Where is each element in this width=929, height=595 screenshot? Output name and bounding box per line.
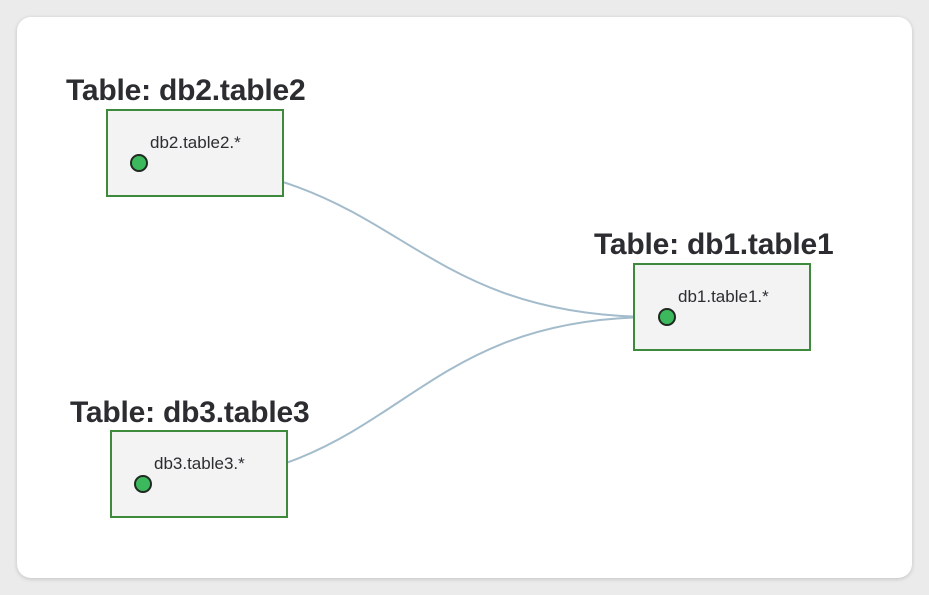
- column-port-table1[interactable]: [658, 308, 676, 326]
- column-label-table2: db2.table2.*: [150, 133, 241, 152]
- node-title-table1: Table: db1.table1: [594, 228, 834, 261]
- node-title-table3: Table: db3.table3: [70, 396, 310, 429]
- column-port-table2[interactable]: [130, 154, 148, 172]
- node-box-table3[interactable]: [110, 430, 288, 518]
- node-box-table1[interactable]: [633, 263, 811, 351]
- column-port-table3[interactable]: [134, 475, 152, 493]
- column-label-table1: db1.table1.*: [678, 287, 769, 306]
- node-title-table2: Table: db2.table2: [66, 74, 306, 107]
- column-label-table3: db3.table3.*: [154, 454, 245, 473]
- node-box-table2[interactable]: [106, 109, 284, 197]
